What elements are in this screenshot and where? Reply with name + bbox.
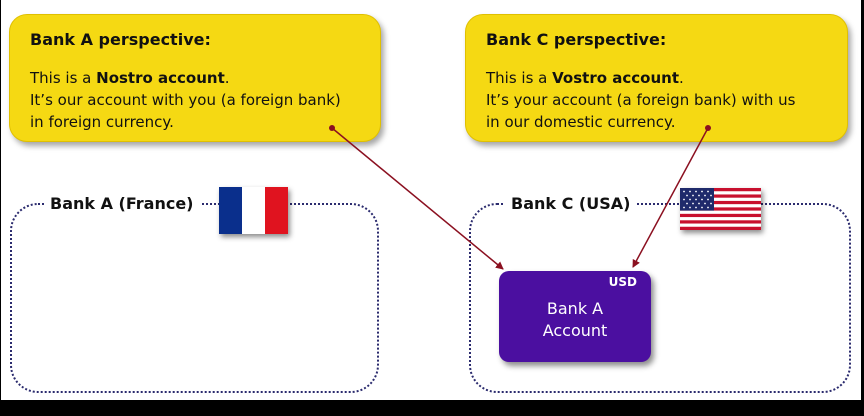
bank-c-label: Bank C (USA): [505, 194, 637, 214]
bank-c-note-line1-prefix: This is a: [486, 69, 553, 87]
account-name-line2: Account: [542, 321, 608, 340]
bank-c-note-line1-suffix: .: [679, 69, 684, 87]
vostro-term: Vostro account: [552, 69, 679, 87]
bank-a-note-line1-suffix: .: [224, 69, 230, 87]
bank-a-perspective-note: Bank A perspective: This is a Nostro acc…: [9, 14, 381, 142]
account-currency: USD: [608, 275, 637, 289]
bank-a-label: Bank A (France): [44, 194, 200, 214]
bank-a-note-line1: This is a Nostro account.: [30, 67, 360, 89]
bank-a-note-line2: It’s our account with you (a foreign ban…: [30, 91, 341, 109]
vostro-arrow: [632, 127, 709, 268]
france-flag-icon: [219, 187, 288, 234]
bank-c-note-line1: This is a Vostro account.: [486, 67, 827, 89]
bank-a-note-line1-prefix: This is a: [30, 69, 97, 87]
nostro-arrow: [331, 127, 504, 270]
bank-c-perspective-note: Bank C perspective: This is a Vostro acc…: [465, 14, 848, 142]
bank-a-account-box: USD Bank A Account: [499, 271, 651, 362]
bank-c-note-line3: in our domestic currency.: [486, 113, 676, 131]
bank-a-note-line3: in foreign currency.: [30, 113, 174, 131]
usa-flag-icon: [680, 188, 761, 230]
account-name-line1: Bank A: [546, 299, 604, 318]
nostro-term: Nostro account: [96, 69, 225, 87]
bank-c-note-heading: Bank C perspective:: [486, 30, 667, 49]
bank-a-note-heading: Bank A perspective:: [30, 30, 211, 49]
bank-c-region: [469, 203, 851, 393]
account-name: Bank A Account: [499, 298, 651, 342]
bank-c-note-line2: It’s your account (a foreign bank) with …: [486, 91, 796, 109]
